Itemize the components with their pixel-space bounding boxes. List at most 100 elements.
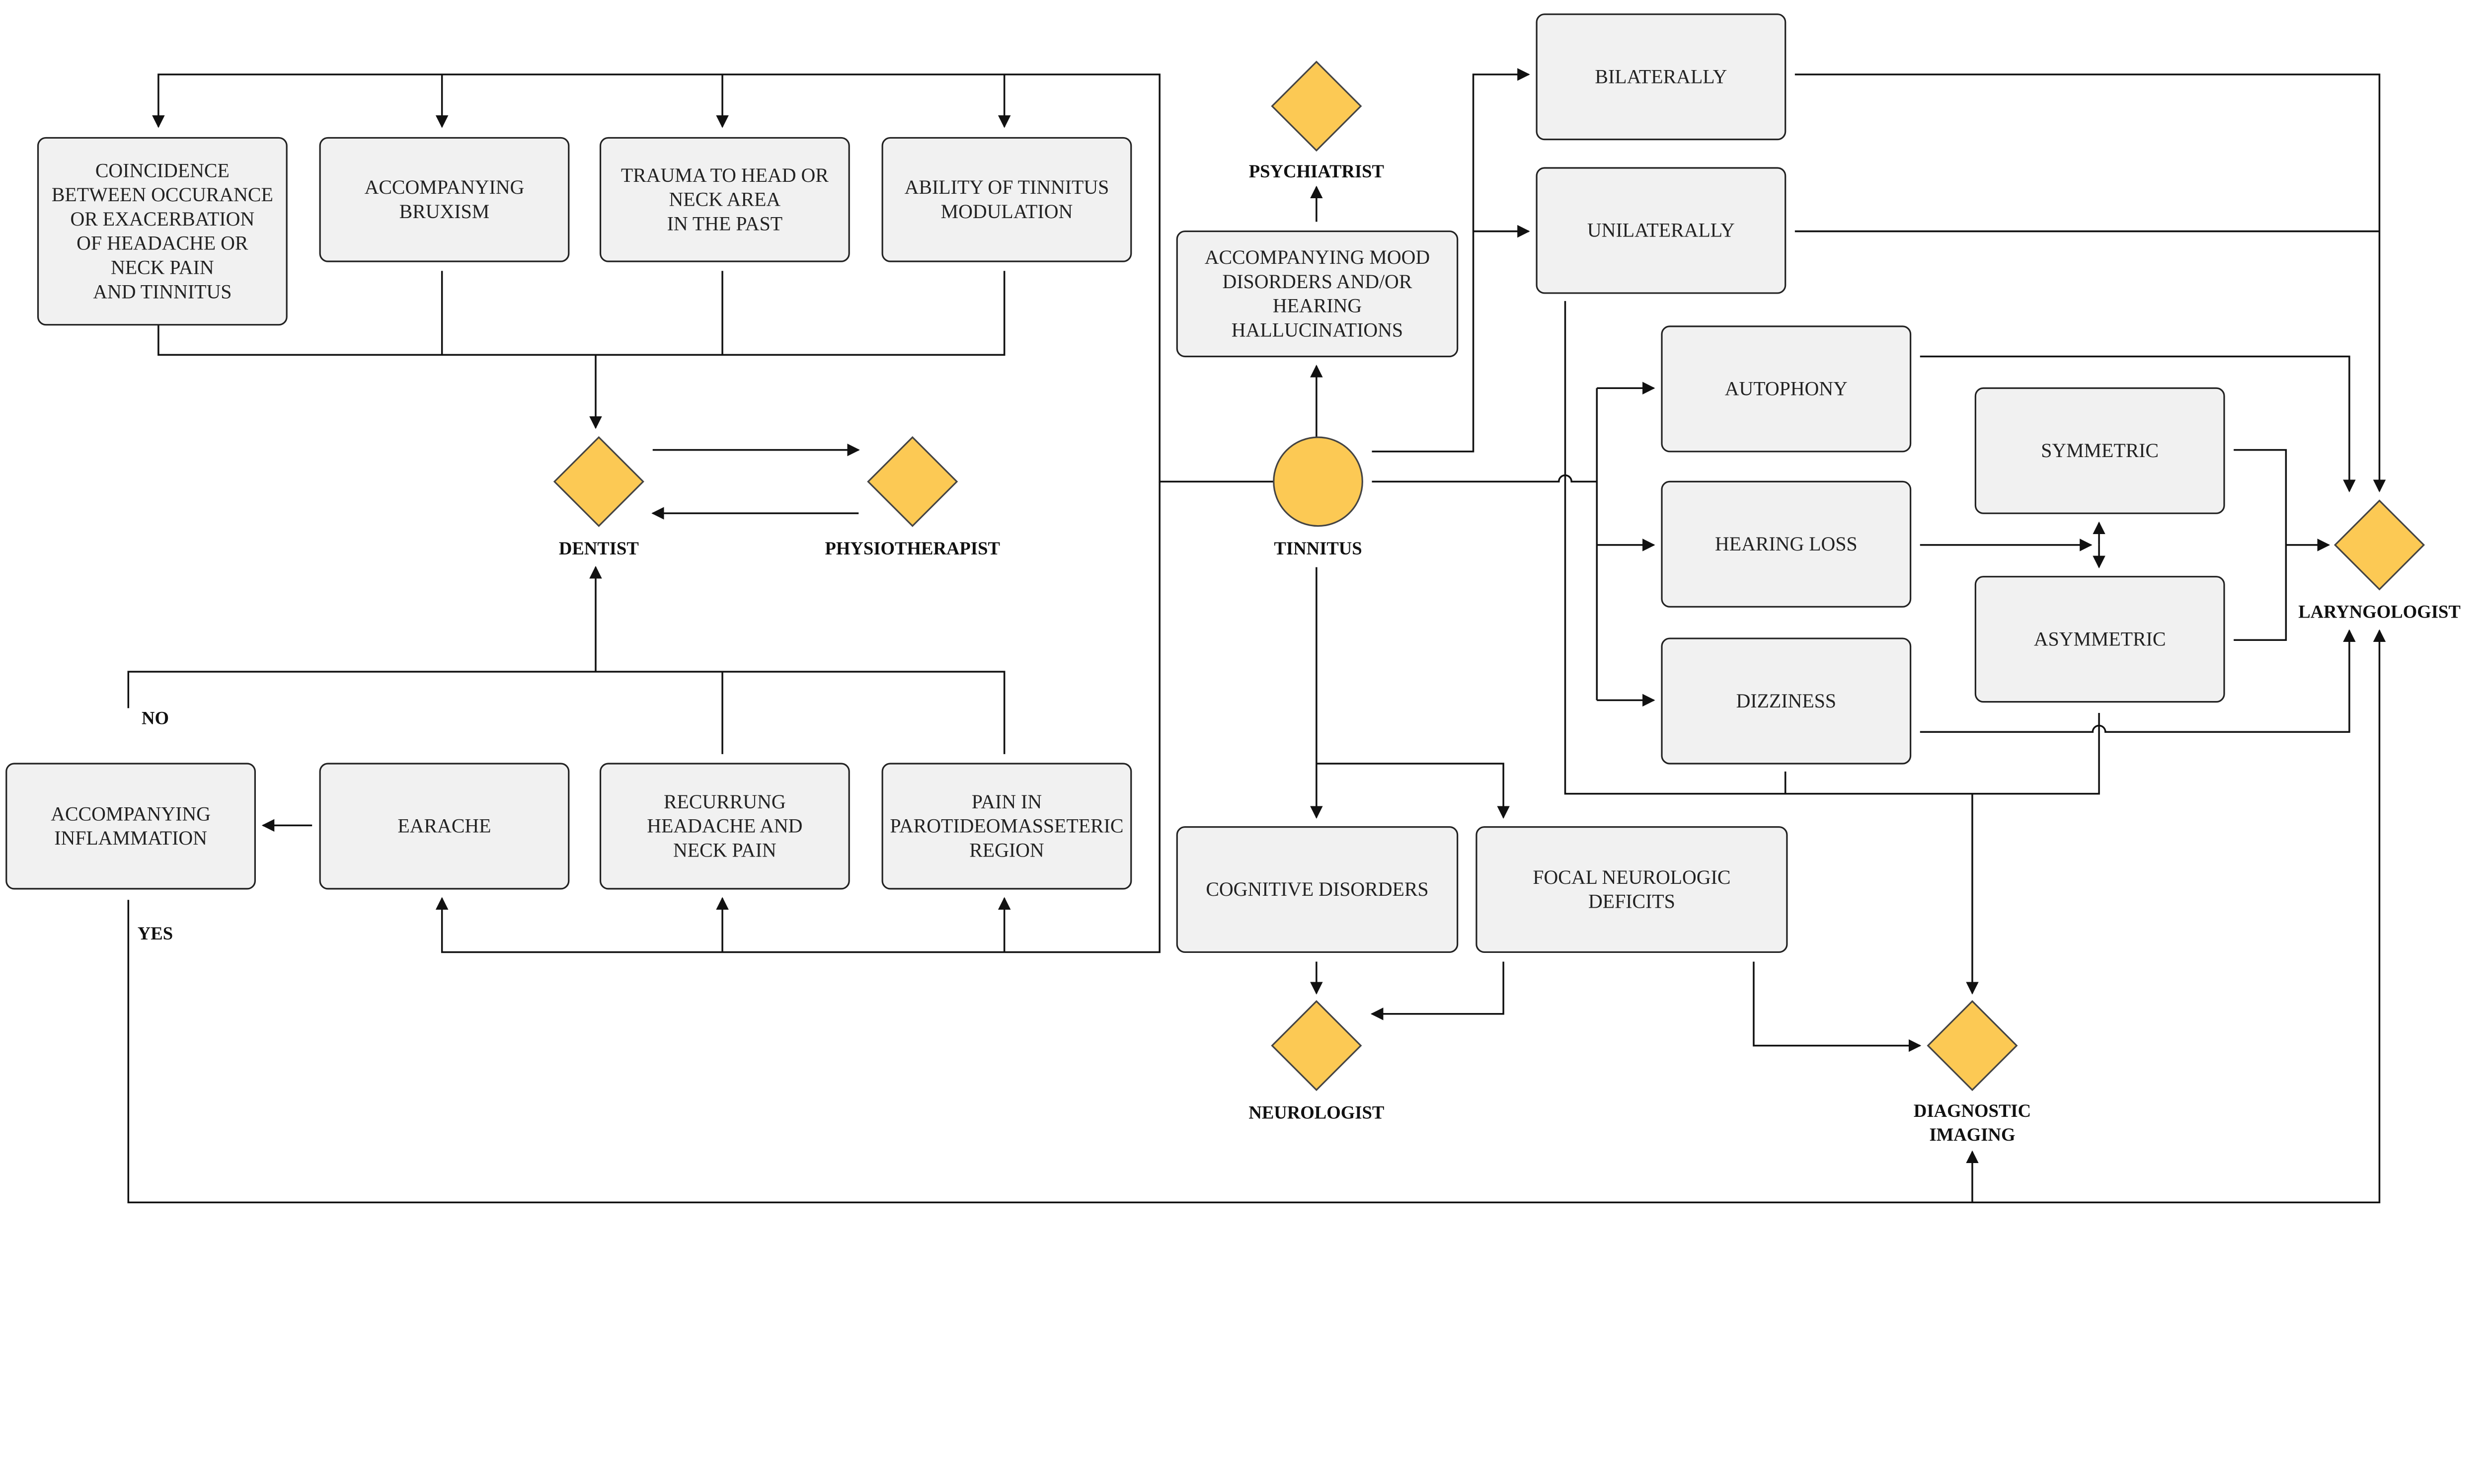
- node-label: PSYCHIATRIST: [1249, 161, 1384, 181]
- box-text: PAROTIDEOMASSETERIC: [890, 815, 1123, 837]
- box-text: FOCAL NEUROLOGIC: [1533, 866, 1730, 888]
- diamond-node-icon: [1927, 1000, 2018, 1092]
- box-text: BILATERALLY: [1595, 65, 1727, 87]
- box-text: ACCOMPANYING: [51, 802, 211, 825]
- node-label: IMAGING: [1929, 1124, 2015, 1145]
- arrow-connector: [127, 629, 2386, 1204]
- arrow-connector: [1794, 74, 2386, 493]
- line-connector: [1564, 301, 2100, 795]
- circle-node-icon: [1273, 436, 1363, 527]
- connectors: [127, 68, 2386, 1204]
- diamond-node-icon: [1271, 1000, 1362, 1092]
- arrow-connector: [1920, 355, 2356, 493]
- node-diagnostic-imaging: DIAGNOSTIC IMAGING: [1914, 1000, 2031, 1145]
- box-text: SYMMETRIC: [2041, 439, 2159, 462]
- box-text: DEFICITS: [1588, 890, 1675, 913]
- node-label: TINNITUS: [1274, 538, 1362, 558]
- box-text: MODULATION: [941, 200, 1073, 223]
- line-connector: [127, 671, 1006, 754]
- box-hearing-loss: HEARING LOSS: [1661, 480, 1912, 608]
- arrow-connector: [1372, 68, 1530, 453]
- box-text: IN THE PAST: [667, 212, 782, 234]
- box-shape: [599, 763, 850, 890]
- diamond-node-icon: [2333, 499, 2425, 591]
- box-cognitive: COGNITIVE DISORDERS: [1176, 826, 1459, 953]
- box-shape: [1661, 637, 1912, 765]
- box-text: AND TINNITUS: [93, 280, 232, 303]
- box-shape: [319, 137, 570, 262]
- line-connector: [1372, 474, 1597, 483]
- box-text: PAIN IN: [972, 790, 1042, 813]
- box-shape: [1176, 826, 1459, 953]
- box-text: HEADACHE AND: [647, 815, 802, 837]
- box-text: INFLAMMATION: [54, 827, 207, 849]
- line-connector: [157, 271, 1006, 356]
- arrow-connector: [152, 74, 1274, 483]
- box-text: ACCOMPANYING: [365, 176, 525, 198]
- arrow-connector: [1920, 629, 2356, 733]
- box-autophony: AUTOPHONY: [1661, 325, 1912, 453]
- box-text: RECURRUNG: [664, 790, 786, 813]
- arrow-connector: [1370, 961, 1504, 1020]
- box-text: REGION: [969, 839, 1044, 861]
- box-asymmetric: ASYMMETRIC: [1974, 576, 2225, 703]
- box-text: OR EXACERBATION: [70, 208, 254, 230]
- arrow-connector: [435, 481, 1161, 953]
- diamond-node-icon: [1271, 61, 1362, 152]
- box-text: EARACHE: [397, 815, 491, 837]
- box-text: NECK PAIN: [111, 256, 214, 278]
- box-text: TRAUMA TO HEAD OR: [621, 164, 829, 186]
- box-text: DISORDERS AND/OR: [1223, 270, 1412, 293]
- box-shape: [37, 137, 288, 326]
- node-label: NEUROLOGIST: [1248, 1102, 1384, 1122]
- box-text: ABILITY OF TINNITUS: [905, 176, 1109, 198]
- box-text: HALLUCINATIONS: [1232, 318, 1403, 341]
- box-text: BRUXISM: [399, 200, 490, 223]
- box-text: ASYMMETRIC: [2034, 627, 2166, 650]
- box-text: COGNITIVE DISORDERS: [1206, 878, 1428, 900]
- node-laryngologist: LARYNGOLOGIST: [2298, 499, 2461, 622]
- node-neurologist: NEUROLOGIST: [1248, 1000, 1384, 1122]
- box-shape: [1974, 387, 2225, 514]
- box-text: COINCIDENCE: [95, 159, 230, 181]
- node-tinnitus: TINNITUS: [1273, 436, 1363, 558]
- box-text: AUTOPHONY: [1725, 378, 1848, 400]
- box-text: UNILATERALLY: [1587, 219, 1735, 241]
- box-shape: [599, 137, 850, 262]
- node-physiotherapist: PHYSIOTHERAPIST: [825, 436, 1000, 558]
- box-shape: [319, 763, 570, 890]
- box-shape: [1661, 480, 1912, 608]
- box-text: BETWEEN OCCURANCE: [52, 183, 273, 206]
- box-text: NECK AREA: [669, 188, 781, 211]
- edge-label-yes: YES: [138, 923, 173, 943]
- box-text: NECK PAIN: [673, 839, 776, 861]
- diamond-node-icon: [867, 436, 958, 527]
- box-unilaterally: UNILATERALLY: [1536, 167, 1786, 294]
- diamond-node-icon: [553, 436, 644, 527]
- box-shape: [881, 137, 1132, 262]
- node-label: PHYSIOTHERAPIST: [825, 538, 1000, 558]
- node-label: DENTIST: [559, 538, 639, 558]
- box-text: OF HEADACHE OR: [77, 232, 248, 254]
- box-bilaterally: BILATERALLY: [1536, 13, 1786, 141]
- box-shape: [1974, 576, 2225, 703]
- node-dentist: DENTIST: [553, 436, 644, 558]
- line-connector: [2234, 449, 2287, 641]
- box-shape: [1536, 13, 1786, 141]
- node-label: DIAGNOSTIC: [1914, 1100, 2031, 1121]
- box-shape: [881, 763, 1132, 890]
- box-shape: [1536, 167, 1786, 294]
- box-dizziness: DIZZINESS: [1661, 637, 1912, 765]
- box-text: HEARING LOSS: [1715, 533, 1858, 555]
